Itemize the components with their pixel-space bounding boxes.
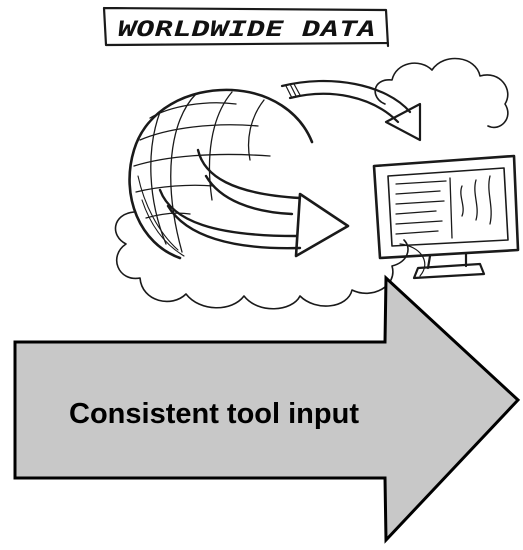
monitor-stand [412,252,486,280]
lower-arrow-head [294,192,350,258]
monitor-text-lines [395,180,447,235]
middle-arrow-shaft-bottom [204,174,294,216]
lower-arrow-shaft-bottom [166,204,302,250]
caption-arrow-shape [13,274,521,544]
monitor-screen [387,167,509,247]
cloud-upper-right [374,57,509,129]
globe-icon [128,88,314,260]
middle-arrow-shaft-top [196,148,302,200]
arrow-icon [158,79,422,258]
top-arrow-shaft-outer [280,79,412,114]
globe-shading [137,175,185,257]
banner-title: WORLDWIDE DATA [118,17,376,41]
caption-arrow: Consistent tool input [13,274,521,544]
globe-outline [128,88,314,260]
globe-meridians [150,91,265,253]
banner: WORLDWIDE DATA [102,6,390,48]
top-arrow-head [384,102,422,142]
monitor-frame [372,154,520,260]
monitor-columns [449,175,492,239]
lower-arrow-shaft-top [158,188,298,238]
banner-frame [102,6,390,48]
cloud-icon [114,57,509,310]
globe-latitudes [133,102,271,219]
top-arrow-hatching [285,83,301,99]
monitor-icon [372,154,520,280]
top-arrow-shaft-inner [288,92,400,124]
caption-arrow-label: Consistent tool input [69,398,359,430]
